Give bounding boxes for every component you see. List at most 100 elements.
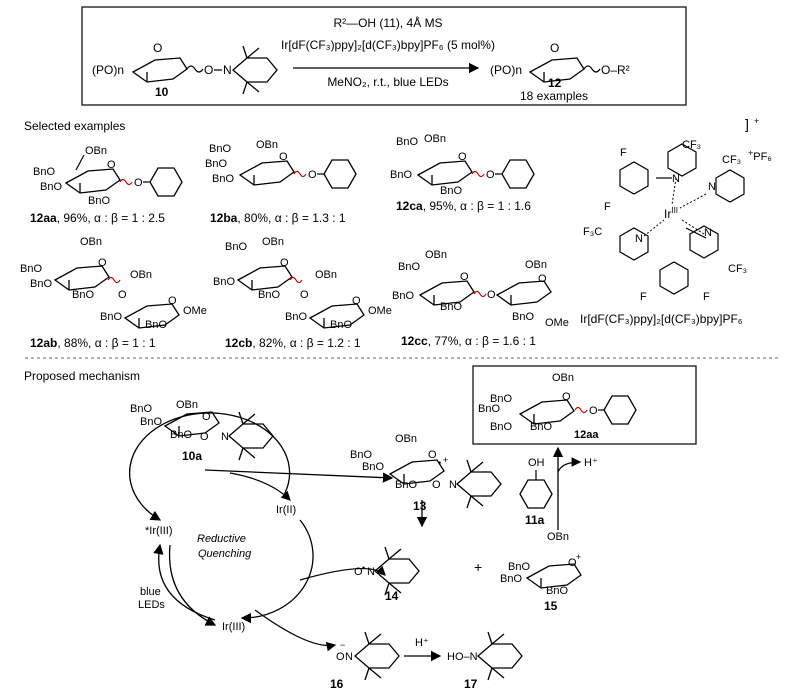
svg-text:N: N: [345, 651, 353, 663]
svg-text:BnO: BnO: [490, 421, 512, 433]
svg-text:O: O: [168, 295, 177, 307]
svg-text:BnO: BnO: [508, 561, 530, 573]
product-or2: O–R²: [601, 63, 630, 77]
svg-text:O: O: [202, 411, 211, 423]
proton-release: H⁺: [584, 457, 598, 469]
svg-text:BnO: BnO: [490, 393, 512, 405]
svg-text:F: F: [604, 201, 611, 213]
svg-text:O: O: [200, 431, 209, 443]
svg-text:BnO: BnO: [145, 319, 167, 331]
svg-text:F: F: [640, 291, 647, 303]
svg-text:11a: 11a: [525, 513, 545, 527]
compound-11a: OH 11a: [519, 457, 553, 527]
product-protecting-group: (PO)n: [490, 63, 522, 77]
svg-text:BnO: BnO: [20, 263, 42, 275]
example-12ba-caption: 12ba, 80%, α : β = 1.3 : 1: [210, 211, 346, 225]
svg-text:BnO: BnO: [33, 166, 55, 178]
svg-text:OBn: OBn: [176, 399, 198, 411]
svg-text:OBn: OBn: [424, 133, 446, 145]
svg-text:•: •: [362, 563, 365, 573]
svg-text:BnO: BnO: [362, 461, 384, 473]
svg-text:O: O: [134, 177, 143, 189]
iridium-center: IrIII: [664, 206, 678, 221]
svg-text:N: N: [704, 227, 712, 239]
svg-text:15: 15: [544, 599, 558, 613]
label-12aa: 12aa: [574, 429, 599, 441]
svg-text:BnO: BnO: [30, 278, 52, 290]
scheme-frame: [81, 6, 687, 106]
svg-text:OBn: OBn: [525, 259, 547, 271]
svg-text:O: O: [98, 257, 107, 269]
catalyst-name: Ir[dF(CF₃)ppy]₂[d(CF₃)bpy]PF₆: [580, 312, 743, 326]
svg-text:Reductive: Reductive: [197, 533, 246, 545]
svg-text:O: O: [562, 391, 571, 403]
wavy-bond: [186, 65, 204, 73]
svg-text:OBn: OBn: [425, 249, 447, 261]
svg-text:BnO: BnO: [390, 169, 412, 181]
svg-text:CF₃: CF₃: [728, 263, 747, 275]
svg-text:N: N: [221, 431, 229, 443]
reagent-line-3: MeNO₂, r.t., blue LEDs: [327, 75, 448, 89]
svg-text:O: O: [118, 289, 127, 301]
general-scheme: (PO)n O O N 10 R²—OH (11), 4Å MS Ir[dF(C…: [81, 6, 687, 106]
svg-text:OMe: OMe: [183, 305, 207, 317]
svg-text:−: −: [340, 640, 345, 650]
catalyst-charge: +: [754, 116, 759, 126]
svg-text:BnO: BnO: [205, 158, 227, 170]
svg-text:OBn: OBn: [547, 531, 569, 543]
example-12aa: OBn BnO BnO BnO O O 12aa, 96%, α : β = 1…: [30, 145, 183, 225]
glycosyl-oxygen: O: [204, 63, 213, 77]
catalytic-cycle: Ir(II) *Ir(III) Ir(III) Reductive Quench…: [128, 412, 386, 652]
compound-10a: OBn BnO BnO BnO O O N 10a: [130, 399, 274, 463]
example-12cc: OBn BnO BnO BnO O O OBn O BnO OMe 12cc, …: [392, 249, 569, 348]
svg-text:BnO: BnO: [478, 403, 500, 415]
svg-text:BnO: BnO: [130, 403, 152, 415]
svg-text:OBn: OBn: [130, 269, 152, 281]
product-12: (PO)n O O–R² 12 18 examples: [490, 41, 630, 103]
svg-text:O: O: [538, 273, 547, 285]
svg-text:BnO: BnO: [258, 289, 280, 301]
svg-text:14: 14: [385, 589, 399, 603]
example-12ab: OBn BnO BnO BnO O O OBn O OMe BnO BnO 12…: [20, 236, 207, 350]
svg-text:OBn: OBn: [262, 236, 284, 248]
ir-ii-label: Ir(II): [276, 504, 296, 516]
ir-iii-label: Ir(III): [222, 621, 245, 633]
svg-text:blue: blue: [140, 586, 161, 598]
svg-text:+: +: [443, 455, 448, 465]
svg-text:O: O: [352, 295, 361, 307]
reagent-line-1: R²—OH (11), 4Å MS: [333, 15, 442, 30]
svg-text:F: F: [703, 291, 710, 303]
svg-text:BnO: BnO: [395, 479, 417, 491]
svg-text:OMe: OMe: [368, 305, 392, 317]
svg-text:O: O: [486, 169, 495, 181]
ring-oxygen: O: [153, 41, 162, 55]
svg-text:BnO: BnO: [330, 319, 352, 331]
svg-text:BnO: BnO: [398, 261, 420, 273]
example-12ba: OBn BnO BnO BnO O O 12ba, 80%, α : β = 1…: [205, 139, 357, 225]
example-12ca-caption: 12ca, 95%, α : β = 1 : 1.6: [396, 199, 531, 213]
svg-text:BnO: BnO: [170, 429, 192, 441]
svg-text:F₃C: F₃C: [583, 226, 602, 238]
svg-text:H⁺: H⁺: [415, 637, 429, 649]
svg-text:OH: OH: [528, 457, 545, 469]
svg-text:N: N: [635, 233, 643, 245]
svg-text:O: O: [460, 271, 469, 283]
svg-text:N: N: [367, 566, 375, 578]
svg-text:13: 13: [413, 499, 427, 513]
svg-text:BnO: BnO: [285, 311, 307, 323]
svg-text:OBn: OBn: [395, 433, 417, 445]
example-12ab-caption: 12ab, 88%, α : β = 1 : 1: [30, 336, 156, 350]
svg-text:BnO: BnO: [140, 416, 162, 428]
svg-text:CF₃: CF₃: [722, 154, 741, 166]
example-12cb-caption: 12cb, 82%, α : β = 1.2 : 1: [225, 336, 361, 350]
svg-text:O: O: [458, 151, 467, 163]
svg-text:BnO: BnO: [213, 276, 235, 288]
starting-material-10: (PO)n O O N 10: [92, 41, 278, 99]
selected-examples-heading: Selected examples: [24, 119, 125, 133]
svg-text:16: 16: [330, 677, 344, 691]
svg-text:OBn: OBn: [80, 236, 102, 248]
svg-text:BnO: BnO: [500, 573, 522, 585]
ir-excited-label: *Ir(III): [145, 525, 173, 537]
svg-text:OBn: OBn: [315, 269, 337, 281]
